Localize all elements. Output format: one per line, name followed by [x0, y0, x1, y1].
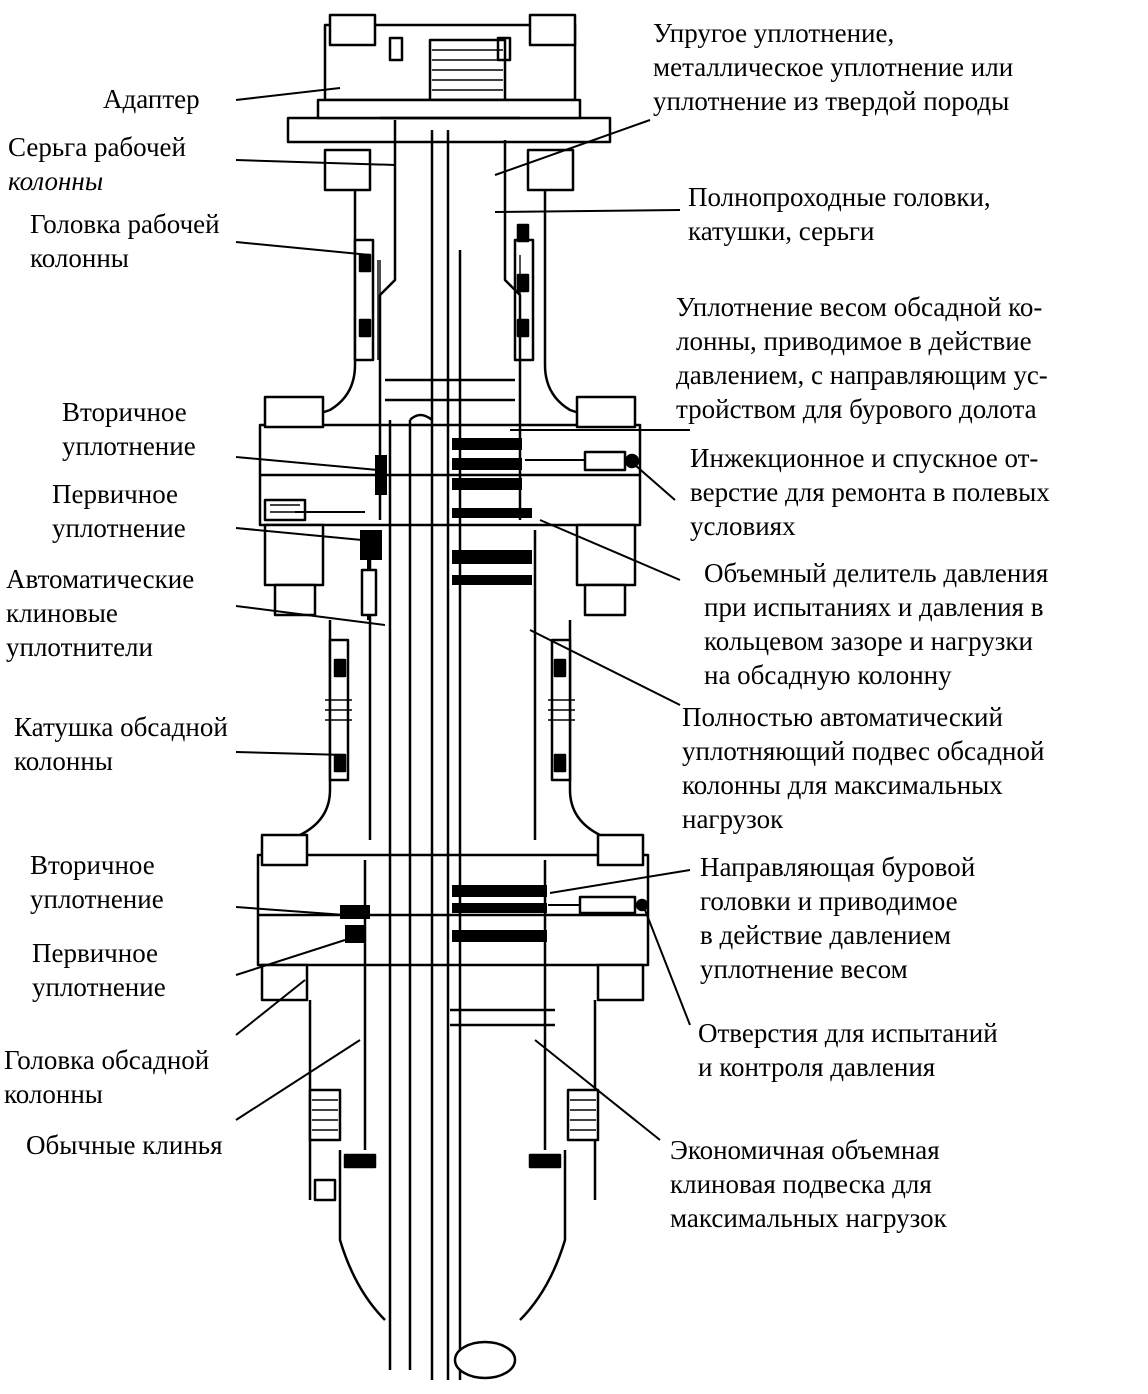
label-secondary-seal-lower: Вторичное уплотнение: [30, 850, 164, 914]
lower-flange: [256, 833, 650, 1002]
label-auto-slip-seals: Автоматические клиновые уплотнители: [6, 564, 195, 662]
upper-flange: [258, 395, 642, 617]
label-auto-hanger: Полностью автоматический уплотняющий под…: [682, 702, 1045, 834]
label-injection-port: Инжекционное и спускное от- верстие для …: [690, 443, 1050, 541]
casing-head-body: [308, 1000, 600, 1321]
label-elastic-seal: Упругое уплотнение, металлическое уплотн…: [653, 18, 1014, 116]
pipe-string: [388, 130, 517, 1380]
label-full-bore: Полнопроходные головки, катушки, серьги: [688, 182, 991, 246]
adapter-body: [323, 13, 577, 102]
label-test-ports: Отверстия для испытаний и контроля давле…: [698, 1018, 998, 1082]
label-casing-spool: Катушка обсадной колонны: [14, 712, 228, 776]
label-pressure-divider: Объемный делитель давления при испытания…: [704, 558, 1049, 690]
label-weight-seal: Уплотнение весом обсадной ко- лонны, при…: [676, 292, 1048, 424]
label-conventional-slips: Обычные клинья: [26, 1130, 223, 1160]
label-economy-hanger: Экономичная объемная клиновая подвеска д…: [670, 1135, 947, 1233]
label-tubing-head: Головка рабочей колонны: [30, 209, 220, 273]
label-casing-head: Головка обсадной колонны: [4, 1045, 210, 1109]
label-primary-seal-lower: Первичное уплотнение: [32, 938, 166, 1002]
label-swivel: Серьга рабочей колонны: [8, 132, 186, 196]
casing-spool-body: [269, 620, 631, 852]
label-primary-seal-upper: Первичное уплотнение: [52, 479, 186, 543]
label-adapter: Адаптер: [103, 84, 200, 114]
ports: [295, 450, 649, 915]
seal-bands: [340, 438, 547, 943]
leader-lines-right: [494, 119, 691, 1141]
leader-lines-left: [235, 87, 396, 1121]
label-secondary-seal-upper: Вторичное уплотнение: [62, 397, 196, 461]
tubing-head-body: [299, 190, 601, 422]
label-bit-guide: Направляющая буровой головки и приводимо…: [700, 852, 976, 984]
